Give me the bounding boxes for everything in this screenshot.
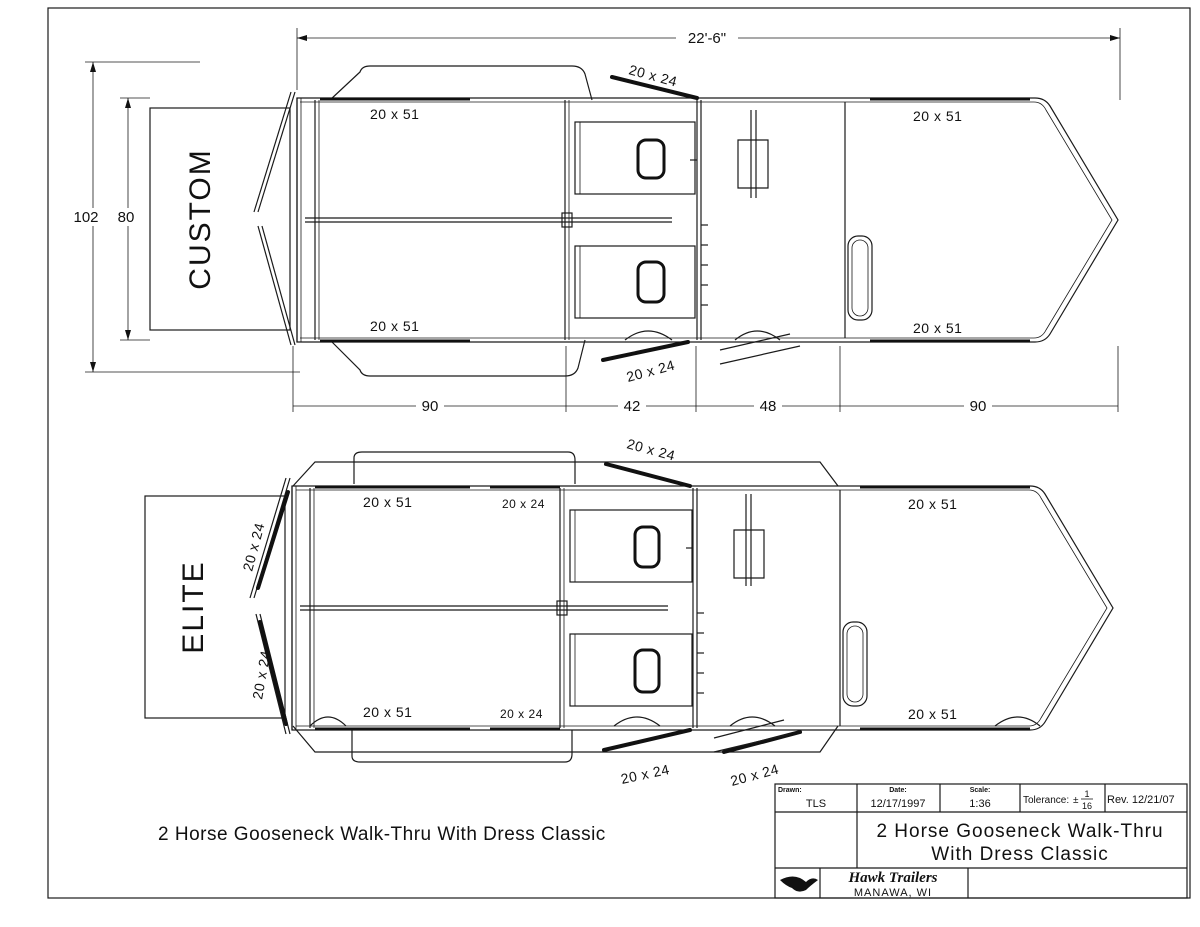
window-label: 20 x 51 [908, 706, 957, 722]
tolerance-den: 16 [1082, 801, 1092, 811]
overall-length-label: 22'-6" [688, 30, 726, 47]
company-name: Hawk Trailers [847, 870, 937, 886]
window-label: 20 x 24 [249, 649, 273, 700]
window-label: 20 x 24 [502, 497, 545, 511]
tolerance-num: 1 [1084, 789, 1089, 799]
hawk-logo-icon [780, 876, 818, 892]
drawn-label: Drawn: [778, 787, 802, 794]
svg-text:±: ± [1073, 795, 1079, 806]
window-label: 20 x 24 [500, 707, 543, 721]
custom-model-box [149, 107, 291, 331]
window-label: 20 x 24 [625, 357, 677, 385]
width-inner-label: 80 [118, 209, 135, 226]
window-label: 20 x 51 [363, 494, 412, 510]
window-label: 20 x 24 [729, 761, 781, 789]
scale-label: Scale: [970, 787, 991, 794]
date-value: 12/17/1997 [870, 798, 925, 810]
elite-model-label: ELITE [177, 560, 210, 653]
window-label: 20 x 51 [370, 318, 419, 334]
window-label: 20 x 51 [913, 108, 962, 124]
window-label: 20 x 51 [908, 496, 957, 512]
segment-dim-label: 90 [422, 398, 439, 415]
company-location: MANAWA, WI [854, 887, 932, 899]
tolerance-label: Tolerance: [1023, 795, 1069, 806]
elite-model-box [144, 495, 286, 719]
window-label: 20 x 24 [619, 761, 671, 787]
width-outer-label: 102 [73, 209, 98, 226]
bottom-plan: ELITE [144, 435, 1114, 789]
trailer-outline-top [296, 97, 1119, 343]
window-label: 20 x 51 [913, 320, 962, 336]
top-plan: 22'-6" 102 80 CUSTOM [73, 28, 1121, 415]
title-line-2: With Dress Classic [931, 844, 1108, 865]
segment-dim-label: 42 [624, 398, 641, 415]
drawing-caption: 2 Horse Gooseneck Walk-Thru With Dress C… [158, 824, 606, 845]
trailer-outline-bottom [291, 485, 1114, 731]
drawing-border [47, 7, 1191, 899]
segment-dim-label: 48 [760, 398, 777, 415]
date-label: Date: [889, 787, 907, 794]
title-block: Drawn: TLS Date: 12/17/1997 Scale: 1:36 … [774, 783, 1188, 899]
custom-model-label: CUSTOM [184, 148, 217, 289]
window-label: 20 x 24 [625, 435, 677, 463]
scale-value: 1:36 [969, 798, 990, 810]
revision: Rev. 12/21/07 [1107, 794, 1175, 806]
title-line-1: 2 Horse Gooseneck Walk-Thru [876, 821, 1163, 842]
drawn-value: TLS [806, 798, 826, 810]
segment-dim-label: 90 [970, 398, 987, 415]
window-label: 20 x 51 [363, 704, 412, 720]
window-label: 20 x 51 [370, 106, 419, 122]
